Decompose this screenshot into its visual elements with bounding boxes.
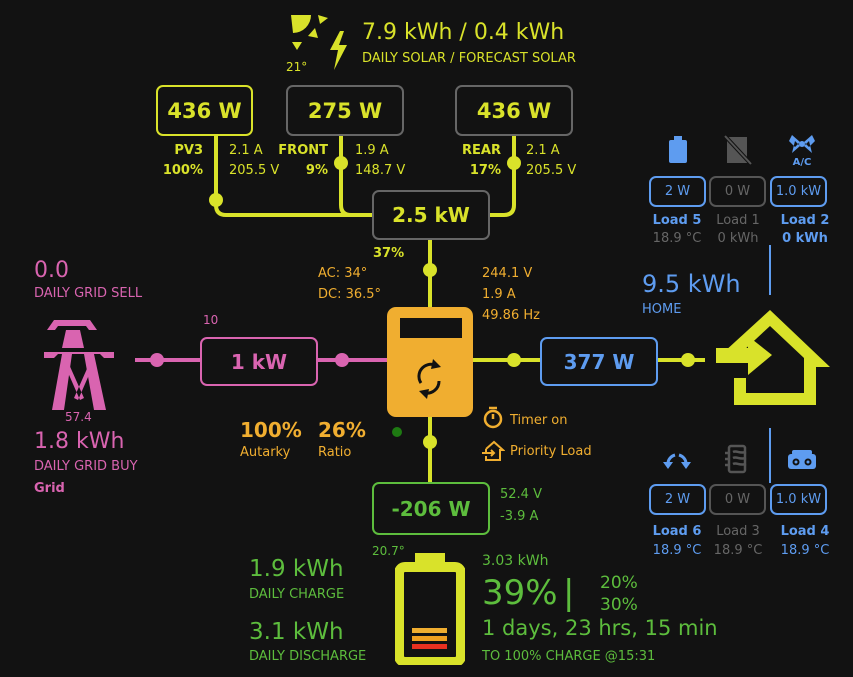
grid-frequency-value: 57.4 — [65, 410, 92, 424]
radio-icon — [788, 450, 816, 469]
load-6-power[interactable]: 2 W — [649, 484, 706, 515]
battery-power[interactable]: -206 W — [372, 482, 490, 535]
heater-icon — [725, 444, 747, 474]
status-dot — [392, 427, 402, 437]
svg-text:A/C: A/C — [793, 157, 812, 167]
daily-solar: 7.9 kWh / 0.4 kWh — [362, 20, 565, 45]
solar-temp: 21° — [286, 60, 308, 74]
autarky-value: 100% — [240, 418, 302, 442]
home-power[interactable]: 377 W — [540, 337, 658, 386]
daily-grid-buy-label: DAILY GRID BUY — [34, 459, 138, 474]
rear-power[interactable]: 436 W — [455, 85, 573, 136]
soc-separator: | — [563, 573, 575, 613]
rear-pct: 17% — [469, 163, 501, 178]
battery-current: -3.9 A — [500, 509, 539, 524]
battery-level-icon — [395, 553, 465, 665]
inverter-frequency: 49.86 Hz — [482, 308, 540, 323]
load-6-value: 18.9 °C — [652, 543, 702, 558]
home-label: HOME — [642, 302, 682, 317]
home-import-icon — [716, 310, 830, 405]
load-5-label: Load 5 — [652, 213, 702, 228]
grid-top-value: 10 — [203, 313, 219, 327]
ratio-label: Ratio — [318, 445, 352, 460]
ac-fan-icon: A/C — [789, 135, 815, 167]
battery-soc: 39% — [482, 573, 558, 613]
inverter-current: 1.9 A — [482, 287, 516, 302]
ratio-value: 26% — [318, 418, 366, 442]
front-power[interactable]: 275 W — [286, 85, 404, 136]
load-1-label: Load 1 — [716, 213, 760, 228]
load-1-power[interactable]: 0 W — [709, 176, 766, 207]
load-3-value: 18.9 °C — [713, 543, 763, 558]
front-current: 1.9 A — [355, 143, 389, 158]
inverter-ac-temp: AC: 34° — [318, 266, 368, 281]
no-dishwasher-icon — [724, 135, 752, 165]
daily-discharge: 3.1 kWh — [249, 619, 344, 645]
inverter-dc-temp: DC: 36.5° — [318, 287, 382, 302]
rear-current: 2.1 A — [526, 143, 560, 158]
timer-status: Timer on — [510, 413, 568, 428]
battery-energy: 3.03 kWh — [482, 553, 549, 569]
load-3-label: Load 3 — [716, 524, 760, 539]
daily-grid-sell-label: DAILY GRID SELL — [34, 286, 143, 301]
home-daily: 9.5 kWh — [642, 270, 741, 298]
daily-grid-sell: 0.0 — [34, 258, 69, 283]
battery-time-label: TO 100% CHARGE @15:31 — [482, 649, 656, 664]
battery-reserve-soc: 30% — [600, 595, 638, 615]
pv3-current: 2.1 A — [229, 143, 263, 158]
battery-temp: 20.7° — [372, 544, 405, 558]
pv3-power[interactable]: 436 W — [156, 85, 253, 136]
pv3-label: PV3 — [174, 143, 203, 158]
load-5-value: 18.9 °C — [652, 231, 702, 246]
front-pct: 9% — [305, 163, 328, 178]
rear-label: REAR — [462, 143, 501, 158]
battery-icon — [669, 136, 687, 163]
transmission-tower-icon — [44, 320, 114, 410]
grid-power[interactable]: 1 kW — [200, 337, 318, 386]
pv3-pct: 100% — [162, 163, 203, 178]
grid-name: Grid — [34, 481, 65, 496]
timer-icon — [483, 406, 503, 429]
front-voltage: 148.7 V — [355, 163, 406, 178]
daily-grid-buy: 1.8 kWh — [34, 429, 125, 454]
load-6-label: Load 6 — [652, 524, 702, 539]
autarky-label: Autarky — [240, 445, 291, 460]
rotate-arrows-icon — [663, 453, 691, 469]
inverter-voltage: 244.1 V — [482, 266, 533, 281]
solar-total-power[interactable]: 2.5 kW — [372, 190, 490, 240]
inverter-icon[interactable] — [387, 307, 473, 417]
priority-load-icon — [482, 440, 505, 461]
battery-min-soc: 20% — [600, 573, 638, 593]
load-3-power[interactable]: 0 W — [709, 484, 766, 515]
rear-voltage: 205.5 V — [526, 163, 577, 178]
load-4-power[interactable]: 1.0 kW — [770, 484, 827, 515]
daily-charge: 1.9 kWh — [249, 556, 344, 582]
daily-charge-label: DAILY CHARGE — [249, 587, 345, 602]
load-2-value: 0 kWh — [782, 231, 828, 246]
priority-load-status: Priority Load — [510, 444, 592, 459]
front-label: FRONT — [278, 143, 328, 158]
load-2-power[interactable]: 1.0 kW — [770, 176, 827, 207]
load-4-value: 18.9 °C — [780, 543, 830, 558]
load-5-power[interactable]: 2 W — [649, 176, 706, 207]
daily-solar-label: DAILY SOLAR / FORECAST SOLAR — [362, 51, 576, 66]
load-1-value: 0 kWh — [717, 231, 759, 246]
battery-voltage: 52.4 V — [500, 487, 542, 502]
daily-discharge-label: DAILY DISCHARGE — [249, 649, 367, 664]
load-2-label: Load 2 — [780, 213, 830, 228]
solar-total-pct: 37% — [373, 246, 405, 261]
load-4-label: Load 4 — [780, 524, 830, 539]
pv3-voltage: 205.5 V — [229, 163, 280, 178]
battery-time-to-full: 1 days, 23 hrs, 15 min — [482, 616, 718, 640]
